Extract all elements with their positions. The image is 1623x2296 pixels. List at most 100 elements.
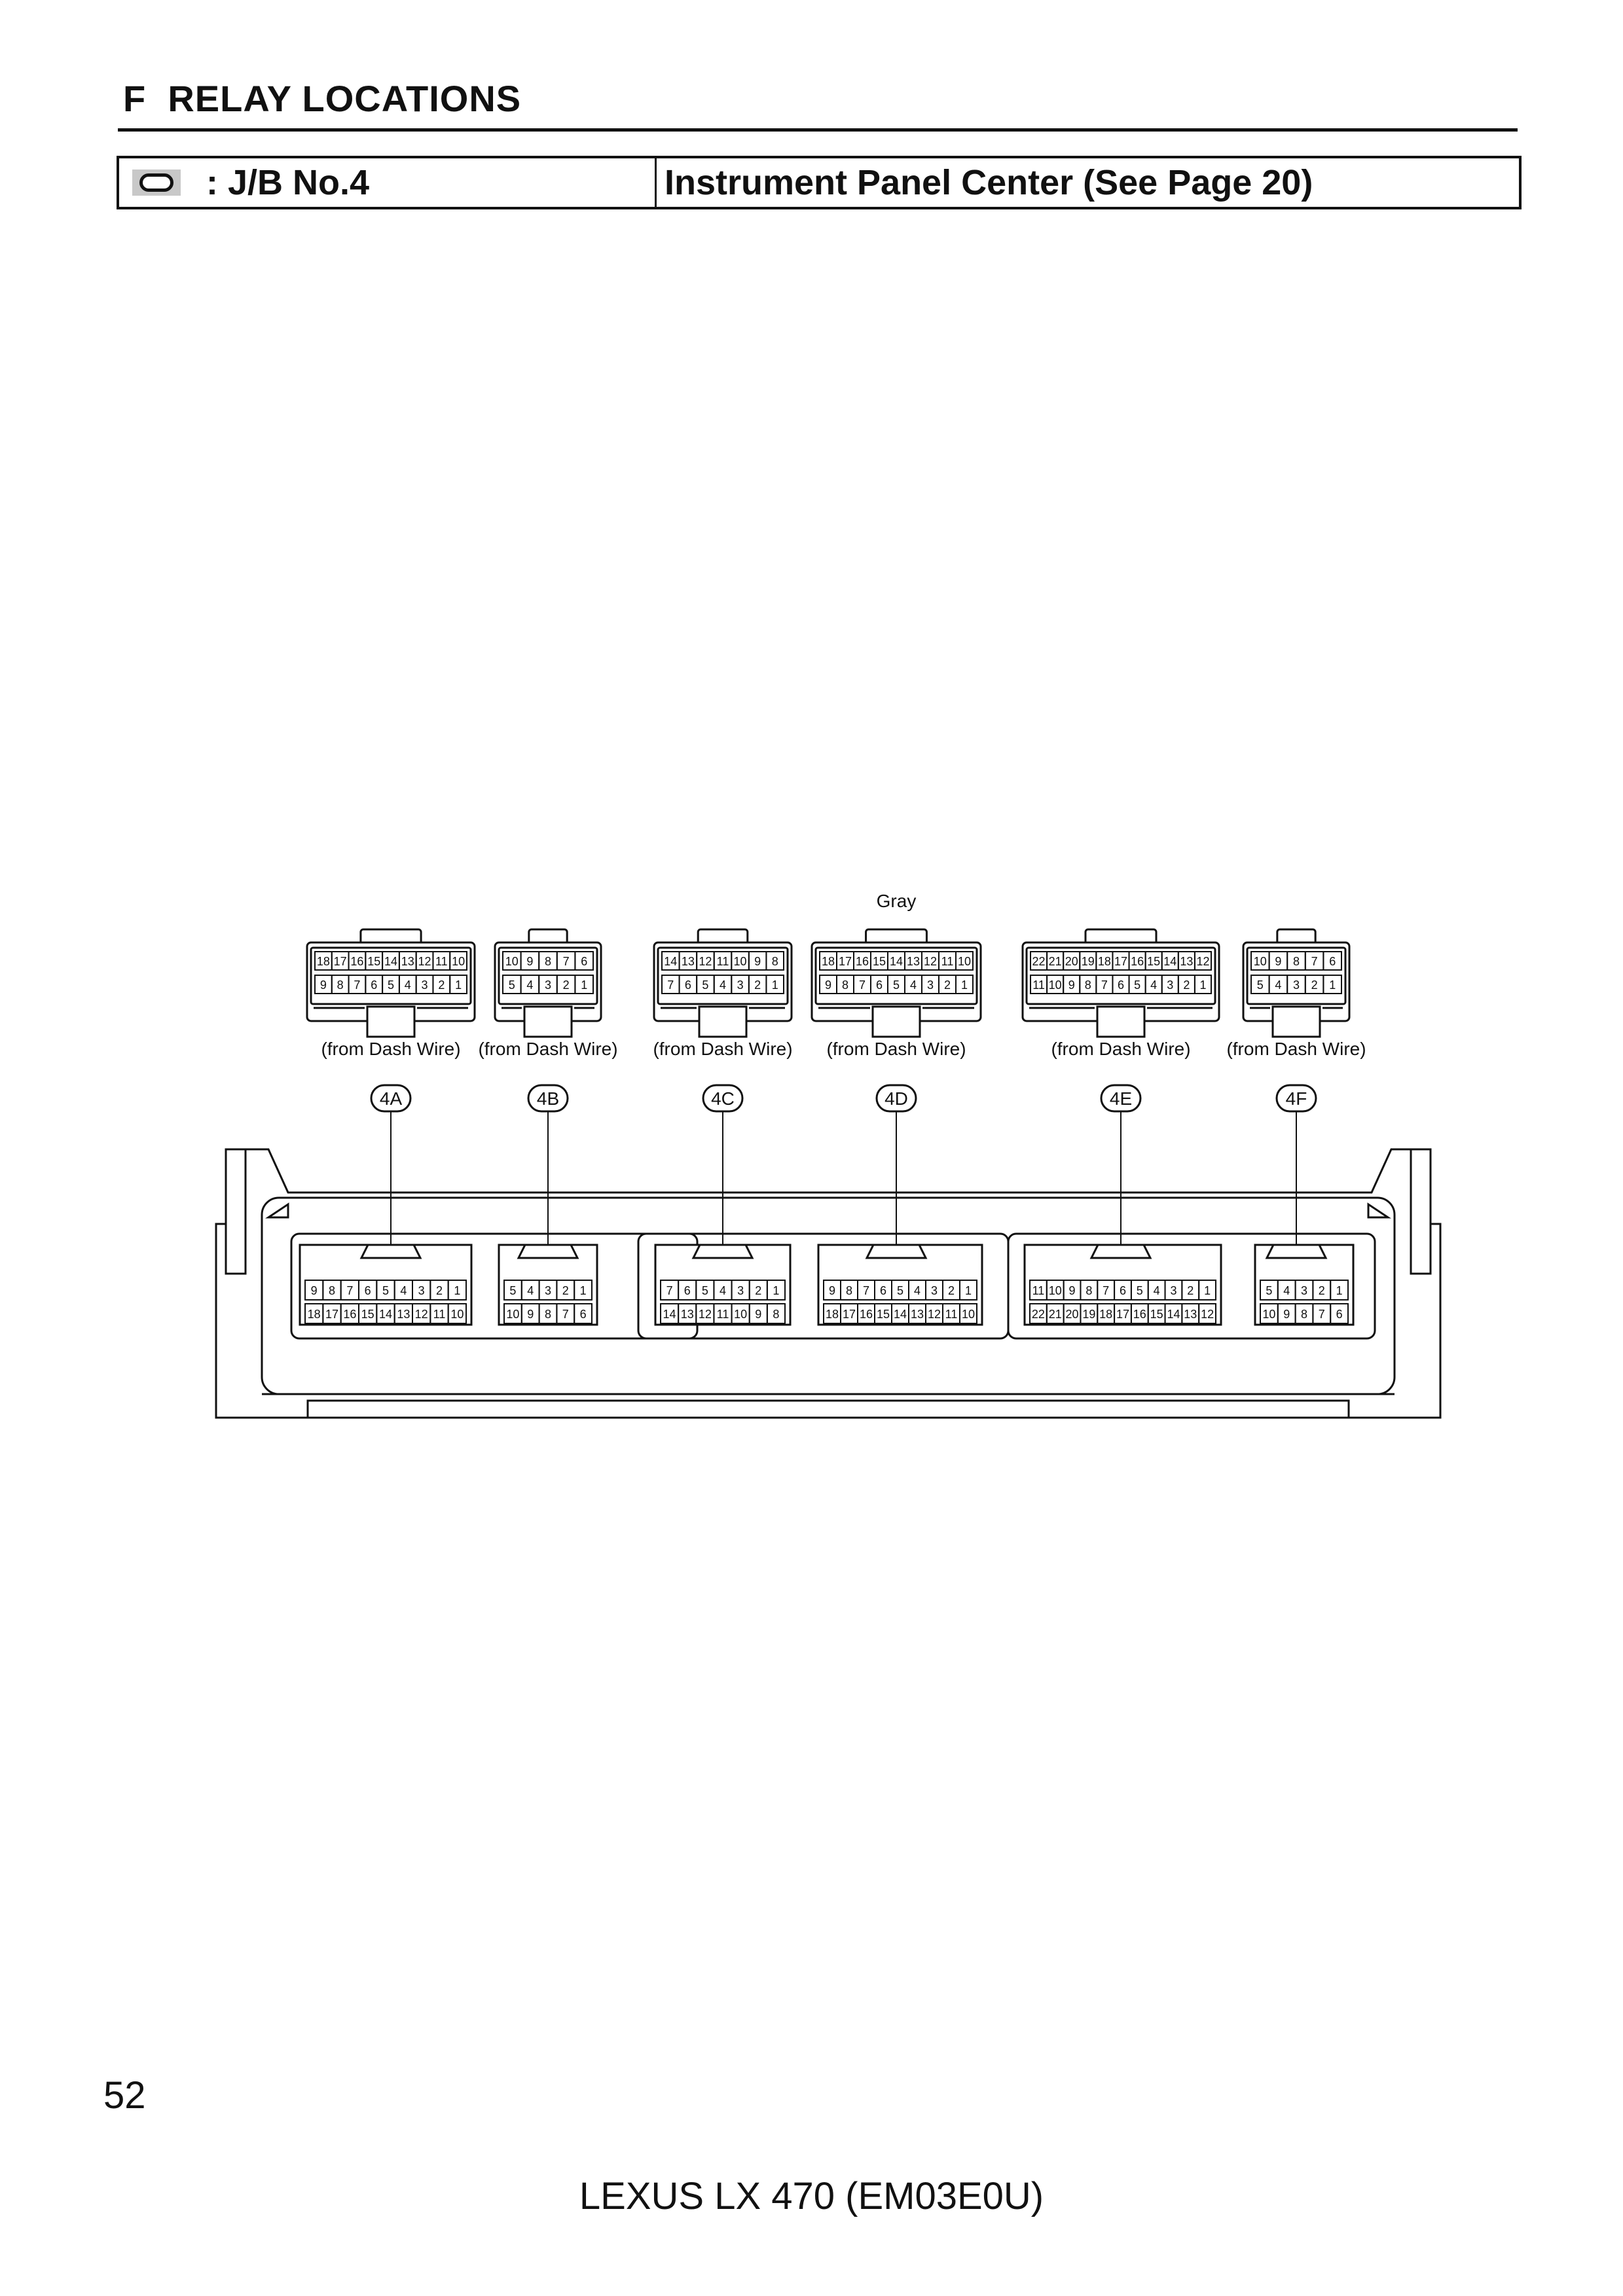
- pin-number: 15: [873, 955, 886, 968]
- pin-number: 6: [684, 1284, 691, 1297]
- pin-number: 9: [754, 955, 761, 968]
- pin-number: 2: [1183, 978, 1190, 992]
- connector-latch: [871, 1005, 921, 1038]
- document-footer: LEXUS LX 470 (EM03E0U): [579, 2175, 1044, 2217]
- socket-latch: [691, 1244, 754, 1259]
- pin-number: 21: [1049, 1308, 1062, 1321]
- pin-number: 6: [580, 1308, 587, 1321]
- pin-number: 3: [418, 1284, 425, 1297]
- pin-number: 4: [527, 1284, 534, 1297]
- pin-number: 7: [562, 1308, 569, 1321]
- pin-number: 11: [717, 1308, 729, 1321]
- pin-number: 7: [563, 955, 570, 968]
- pin-number: 2: [563, 978, 570, 992]
- pin-cell: [449, 975, 468, 994]
- pin-cell: [449, 951, 468, 971]
- pin-number: 1: [581, 978, 587, 992]
- connector-source-note: (from Dash Wire): [1226, 1039, 1366, 1059]
- pin-cell: [1194, 975, 1212, 994]
- pin-number: 12: [699, 1308, 712, 1321]
- connector-source-note: (from Dash Wire): [653, 1039, 792, 1059]
- pin-number: 16: [343, 1308, 356, 1321]
- pin-cell: [765, 951, 785, 971]
- pin-number: 14: [664, 955, 677, 968]
- pin-number: 9: [1068, 978, 1075, 992]
- pin-number: 5: [1134, 978, 1140, 992]
- pin-number: 22: [1032, 1308, 1045, 1321]
- pin-number: 2: [944, 978, 951, 992]
- pin-number: 2: [754, 978, 761, 992]
- pin-number: 6: [1118, 978, 1124, 992]
- pin-number: 1: [1329, 978, 1336, 992]
- pin-number: 1: [772, 978, 778, 992]
- pin-number: 9: [829, 1284, 835, 1297]
- pin-number: 3: [545, 978, 551, 992]
- pin-number: 1: [580, 1284, 587, 1297]
- pin-number: 1: [1336, 1284, 1343, 1297]
- connector-source-note: (from Dash Wire): [321, 1039, 460, 1059]
- connector-id: 4A: [380, 1088, 403, 1109]
- connector-face: [1246, 946, 1347, 1005]
- connector-face: [310, 946, 472, 1005]
- pin-number: 8: [545, 955, 551, 968]
- pin-cell: [1322, 951, 1343, 971]
- pin-number: 4: [1150, 978, 1157, 992]
- pin-number: 8: [1085, 978, 1091, 992]
- pin-number: 19: [1082, 1308, 1095, 1321]
- pin-number: 11: [941, 955, 954, 968]
- section-title: F RELAY LOCATIONS: [123, 78, 522, 119]
- pin-number: 18: [1098, 955, 1111, 968]
- pin-number: 10: [506, 1308, 519, 1321]
- pin-number: 7: [354, 978, 360, 992]
- socket-housing: [1007, 1232, 1376, 1340]
- pin-cell: [959, 1303, 977, 1324]
- pin-number: 16: [350, 955, 363, 968]
- pin-number: 13: [681, 1308, 694, 1321]
- pin-number: 2: [1319, 1284, 1325, 1297]
- pin-number: 17: [843, 1308, 856, 1321]
- connector-id: 4B: [537, 1088, 559, 1109]
- pin-cell: [1198, 1280, 1216, 1300]
- pin-number: 9: [320, 978, 327, 992]
- connector-latch: [523, 1005, 573, 1038]
- pin-number: 12: [1196, 955, 1209, 968]
- pin-number: 17: [334, 955, 347, 968]
- pin-number: 5: [702, 1284, 708, 1297]
- connector-source-note: (from Dash Wire): [826, 1039, 966, 1059]
- pin-number: 1: [773, 1284, 779, 1297]
- pin-number: 3: [1301, 1284, 1307, 1297]
- pin-cell: [765, 975, 785, 994]
- pin-number: 10: [450, 1308, 464, 1321]
- pin-number: 19: [1082, 955, 1095, 968]
- pin-number: 16: [1131, 955, 1144, 968]
- pin-number: 2: [436, 1284, 443, 1297]
- title-rule: [118, 128, 1518, 132]
- pin-cell: [574, 1303, 593, 1324]
- pin-cell: [574, 975, 594, 994]
- pin-number: 3: [545, 1284, 551, 1297]
- pin-number: 1: [1199, 978, 1206, 992]
- pin-number: 8: [545, 1308, 551, 1321]
- connector-id: 4E: [1110, 1088, 1132, 1109]
- pin-number: 8: [1085, 1284, 1092, 1297]
- junction-block-header: : J/B No.4 Instrument Panel Center (See …: [117, 156, 1522, 209]
- pin-number: 9: [1069, 1284, 1076, 1297]
- pin-number: 6: [581, 955, 587, 968]
- right-bracket: [1410, 1148, 1432, 1275]
- pin-number: 7: [1103, 1284, 1109, 1297]
- jb-label: : J/B No.4: [196, 163, 370, 202]
- pin-number: 3: [1170, 1284, 1176, 1297]
- pin-number: 5: [382, 1284, 389, 1297]
- pin-number: 10: [1049, 978, 1062, 992]
- pin-number: 7: [1319, 1308, 1325, 1321]
- pin-number: 4: [910, 978, 917, 992]
- pin-number: 16: [1133, 1308, 1146, 1321]
